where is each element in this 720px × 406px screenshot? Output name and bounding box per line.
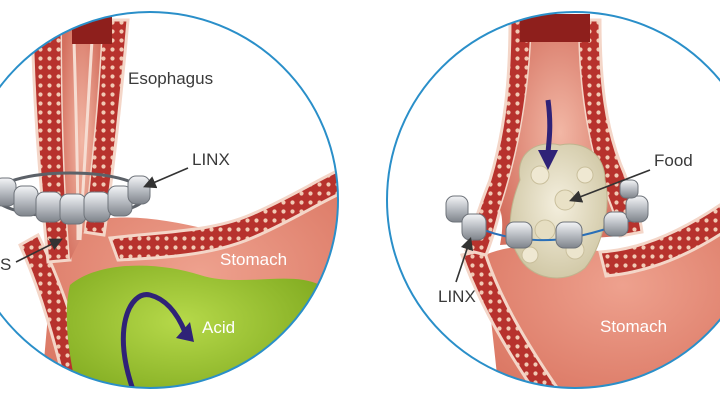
label-esophagus: Esophagus — [128, 69, 213, 88]
linx-leader-right — [455, 236, 474, 283]
label-stomach-left: Stomach — [220, 250, 287, 269]
right-stomach-wall — [598, 202, 720, 278]
food-bolus — [509, 143, 608, 279]
food-leader — [569, 169, 651, 203]
label-food: Food — [654, 151, 693, 170]
label-linx-left: LINX — [192, 150, 230, 169]
left-stomach-wall — [107, 162, 338, 262]
right-anatomy — [387, 12, 720, 388]
label-les-partial: S — [0, 255, 11, 274]
right-linx-device — [445, 179, 649, 249]
right-panel-circle — [386, 11, 720, 389]
left-panel-closed-linx: Esophagus LINX S Stomach Acid — [0, 11, 339, 389]
linx-leader-left — [143, 167, 189, 189]
label-acid: Acid — [202, 318, 235, 337]
label-stomach-right: Stomach — [600, 317, 667, 336]
acid-pool — [66, 265, 321, 388]
right-panel-open-linx: Food LINX Stomach — [386, 11, 720, 389]
acid-reflux-arrow — [120, 292, 188, 388]
food-direction-arrow — [545, 99, 553, 156]
left-panel-circle — [0, 11, 339, 389]
les-leader — [15, 238, 63, 263]
label-linx-right: LINX — [438, 287, 476, 306]
